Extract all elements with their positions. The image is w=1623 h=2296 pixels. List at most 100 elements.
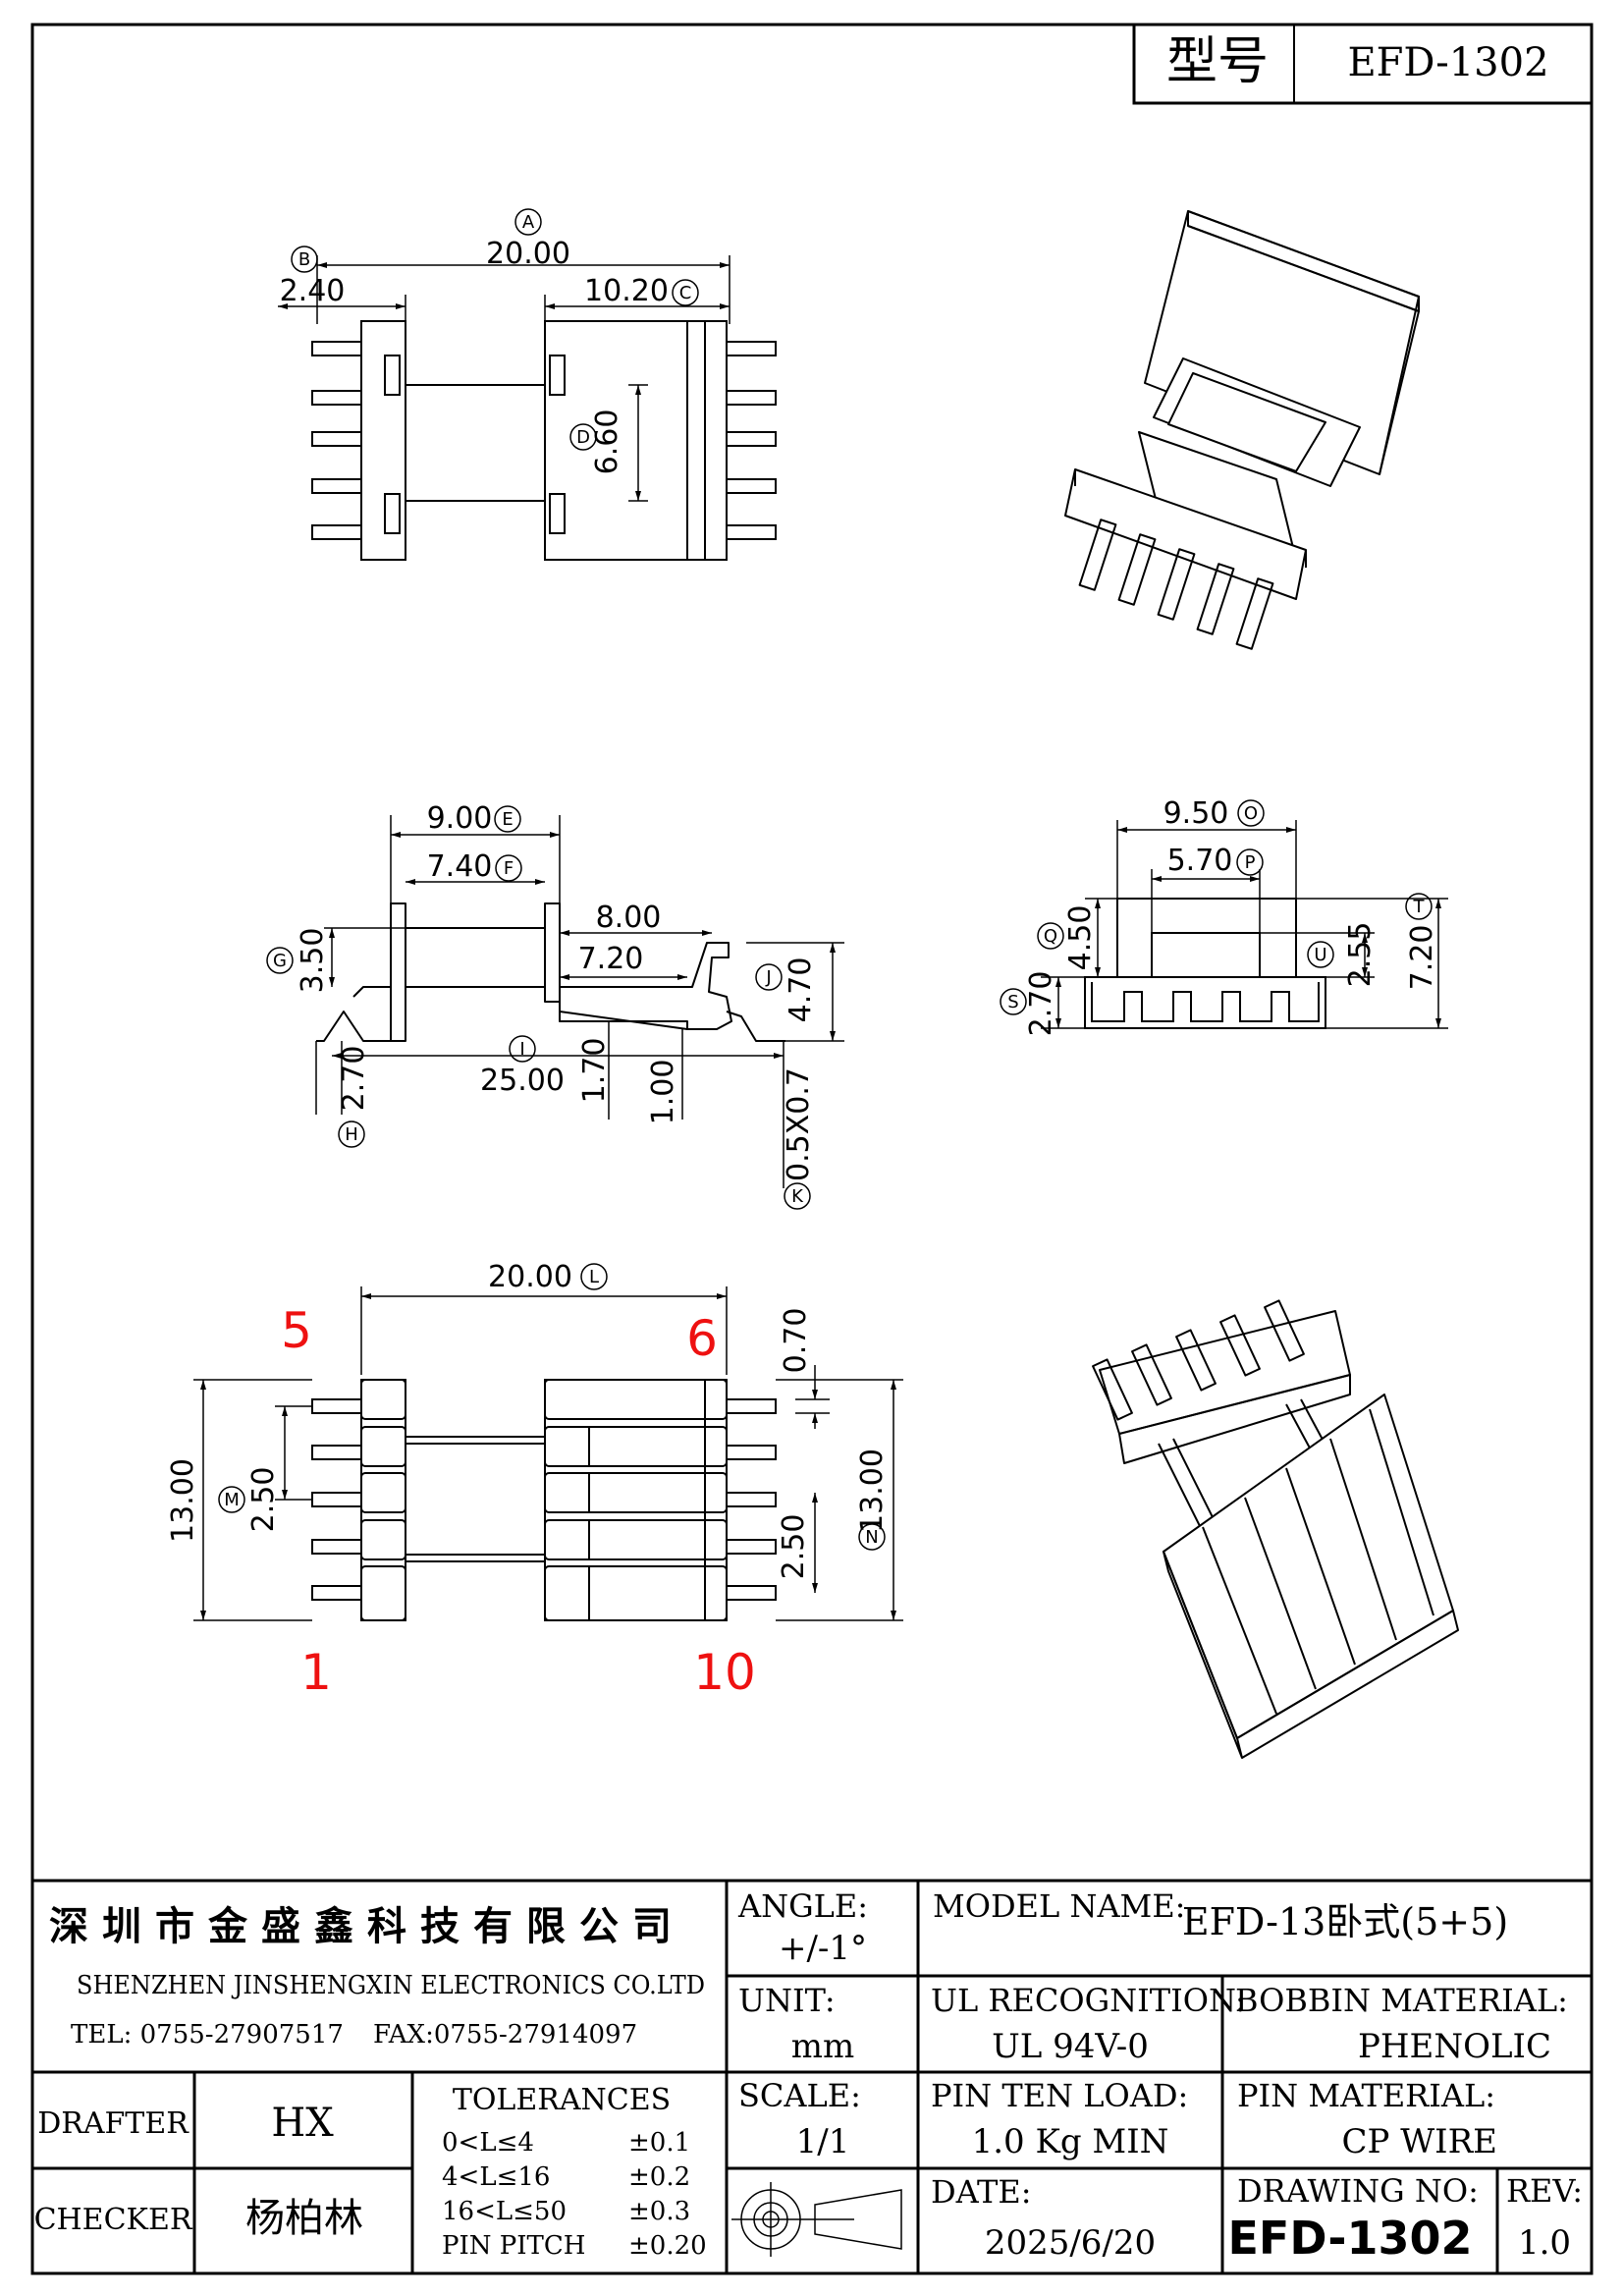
- svg-text:B: B: [298, 249, 310, 270]
- rev-value: 1.0: [1518, 2223, 1571, 2263]
- pin-material-value: CP WIRE: [1342, 2122, 1498, 2161]
- projection-symbol-icon: [731, 2182, 902, 2257]
- title-block: [32, 1879, 1592, 2273]
- rev-label: REV:: [1506, 2172, 1583, 2210]
- model-box-label: 型号: [1166, 32, 1269, 91]
- dim-O: 9.50: [1163, 796, 1229, 831]
- top-view-labels: A 20.00 B 2.40 10.20 C 6.60 D: [280, 208, 699, 475]
- date-value: 2025/6/20: [985, 2223, 1156, 2263]
- pin-label-10: 10: [693, 1644, 756, 1701]
- iso-view-top-pins: [1078, 519, 1274, 650]
- scale-value: 1/1: [796, 2122, 850, 2161]
- svg-text:S: S: [1007, 992, 1018, 1012]
- dim-0-70: 0.70: [779, 1308, 813, 1374]
- tol-range-0: 0<L≤4: [442, 2128, 534, 2158]
- svg-text:U: U: [1314, 945, 1326, 965]
- dim-J: 4.70: [784, 957, 818, 1023]
- dim-B: 2.40: [280, 274, 346, 308]
- dim-L: 20.00: [488, 1260, 572, 1294]
- top-right-flange: [544, 320, 728, 561]
- top-view-right-pins: [726, 341, 777, 540]
- dim-E: 9.00: [427, 801, 493, 836]
- dim-8: 8.00: [596, 901, 662, 935]
- pin-label-5: 5: [281, 1302, 312, 1359]
- dim-13: 13.00: [166, 1458, 200, 1543]
- unit-label: UNIT:: [738, 1982, 836, 2019]
- tol-value-1: ±0.2: [628, 2162, 690, 2192]
- tol-range-2: 16<L≤50: [442, 2197, 567, 2226]
- company-tel: TEL: 0755-27907517: [71, 2020, 344, 2050]
- title-block-texts: 深圳市金盛鑫科技有限公司 SHENZHEN JINSHENGXIN ELECTR…: [34, 1887, 1584, 2265]
- drawing-no-label: DRAWING NO:: [1237, 2172, 1479, 2210]
- side-view: [316, 902, 785, 1042]
- pin-ten-load-value: 1.0 Kg MIN: [972, 2122, 1169, 2161]
- checker-label: CHECKER: [34, 2203, 193, 2237]
- svg-text:I: I: [519, 1039, 524, 1060]
- scale-label: SCALE:: [738, 2077, 861, 2114]
- svg-text:E: E: [502, 809, 513, 830]
- dim-7-20: 7.20: [578, 942, 644, 976]
- bottom-view: [311, 1379, 777, 1621]
- svg-text:M: M: [224, 1490, 240, 1510]
- dim-C: 10.20: [584, 274, 669, 308]
- dim-D: 6.60: [590, 410, 624, 475]
- tol-value-3: ±0.20: [628, 2231, 707, 2261]
- bobbin-material-value: PHENOLIC: [1358, 2027, 1551, 2066]
- top-view-left-pins: [311, 341, 362, 540]
- svg-text:K: K: [791, 1186, 804, 1207]
- checker-value: 杨柏林: [245, 2196, 363, 2241]
- side-view-dims: [315, 815, 844, 1188]
- svg-text:L: L: [589, 1267, 599, 1287]
- bottom-view-dims: [193, 1286, 903, 1621]
- svg-text:C: C: [679, 283, 692, 303]
- sheet-border: [30, 23, 1594, 2275]
- iso-view-top: [1064, 210, 1420, 650]
- drawing-no-value: EFD-1302: [1227, 2212, 1472, 2265]
- svg-text:O: O: [1244, 803, 1258, 824]
- dim-M: 2.50: [246, 1467, 281, 1533]
- dim-S: 2.70: [1024, 971, 1058, 1037]
- ul-recognition-value: UL 94V-0: [992, 2027, 1149, 2066]
- dim-U: 2.55: [1343, 922, 1378, 988]
- ul-recognition-label: UL RECOGNITION:: [931, 1982, 1246, 2019]
- svg-text:Q: Q: [1044, 926, 1057, 947]
- dim-A: 20.00: [486, 237, 570, 271]
- dim-1-00: 1.00: [646, 1060, 680, 1125]
- top-view-dims: [278, 255, 730, 502]
- tol-range-1: 4<L≤16: [442, 2162, 550, 2192]
- date-label: DATE:: [931, 2173, 1032, 2211]
- tolerances-label: TOLERANCES: [453, 2083, 671, 2117]
- dim-1-70: 1.70: [577, 1038, 612, 1104]
- dim-I: 25.00: [480, 1064, 565, 1098]
- company-name-cn: 深圳市金盛鑫科技有限公司: [49, 1904, 685, 1949]
- dim-G: 3.50: [296, 928, 330, 994]
- model-box-value: EFD-1302: [1347, 40, 1548, 85]
- svg-text:A: A: [522, 212, 535, 233]
- dim-N: 13.00: [855, 1449, 890, 1533]
- angle-value: +/-1°: [779, 1929, 867, 1968]
- dim-Q: 4.50: [1063, 905, 1098, 971]
- pin-label-1: 1: [300, 1644, 332, 1701]
- dim-T: 7.20: [1405, 925, 1439, 991]
- company-fax: FAX:0755-27914097: [373, 2020, 637, 2050]
- drafter-value: HX: [271, 2101, 334, 2146]
- pin-label-6: 6: [686, 1310, 718, 1367]
- dim-K: 0.5X0.7: [782, 1067, 816, 1181]
- bottom-view-right-pins: [726, 1398, 777, 1601]
- end-view: [1084, 898, 1326, 1029]
- svg-text:T: T: [1413, 897, 1426, 917]
- iso-view-bottom-top-pins: [1092, 1299, 1305, 1421]
- model-name-label: MODEL NAME:: [933, 1887, 1185, 1925]
- svg-text:N: N: [865, 1527, 878, 1548]
- dim-2-50b: 2.50: [777, 1514, 811, 1580]
- iso-view-bottom: [1092, 1299, 1459, 1759]
- dim-F: 7.40: [427, 849, 493, 884]
- end-view-dims: [1041, 820, 1448, 1029]
- pin-ten-load-label: PIN TEN LOAD:: [931, 2077, 1188, 2114]
- top-left-flange: [360, 320, 406, 561]
- model-name-value: EFD-13卧式(5+5): [1182, 1900, 1508, 1943]
- end-view-labels: 9.50 O 5.70 P Q 4.50 S 2.70 U 2.55 T 7.2…: [1000, 796, 1439, 1037]
- pin-material-label: PIN MATERIAL:: [1237, 2077, 1495, 2114]
- tol-range-3: PIN PITCH: [442, 2231, 585, 2261]
